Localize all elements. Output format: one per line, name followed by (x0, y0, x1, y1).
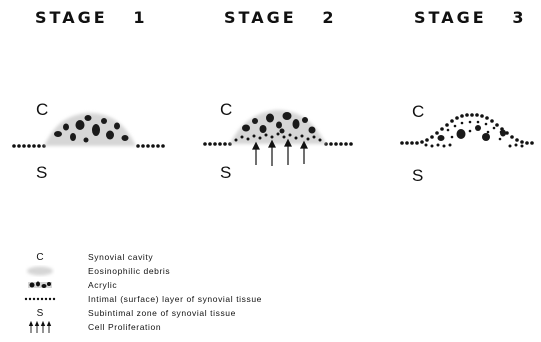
stage-2-subintimal-label: S (220, 163, 231, 183)
debris-swatch-icon (20, 264, 60, 278)
legend-label: Cell Proliferation (88, 320, 161, 334)
legend-label: Acrylic (88, 278, 117, 292)
acrylic-swatch-icon (20, 278, 60, 292)
stage-2-cavity-label: C (220, 100, 232, 120)
stage-3-inner-dots (447, 121, 503, 141)
legend-item-acrylic: Acrylic (0, 278, 541, 292)
legend-label: Synovial cavity (88, 250, 153, 264)
legend-label: Subintimal zone of synovial tissue (88, 306, 236, 320)
stage-1-subintimal-label: S (36, 163, 47, 183)
legend-label: Intimal (surface) layer of synovial tiss… (88, 292, 262, 306)
legend-item-intimal-layer: Intimal (surface) layer of synovial tiss… (0, 292, 541, 306)
arrows-swatch-icon (20, 320, 60, 334)
legend-symbol-s: S (20, 306, 60, 320)
legend-item-eosinophilic-debris: Eosinophilic debris (0, 264, 541, 278)
stage-diagrams (0, 0, 541, 240)
stage-1-cavity-label: C (36, 100, 48, 120)
stage-3-cavity-label: C (412, 102, 424, 122)
legend-item-subintimal-zone: S Subintimal zone of synovial tissue (0, 306, 541, 320)
legend-item-cell-proliferation: Cell Proliferation (0, 320, 541, 334)
legend-item-synovial-cavity: C Synovial cavity (0, 250, 541, 264)
legend-symbol-c: C (20, 250, 60, 264)
legend-label: Eosinophilic debris (88, 264, 170, 278)
stage-3-acrylic (438, 125, 507, 141)
dotted-line-swatch-icon (20, 292, 60, 306)
stage-3-subintimal-label: S (412, 166, 423, 186)
